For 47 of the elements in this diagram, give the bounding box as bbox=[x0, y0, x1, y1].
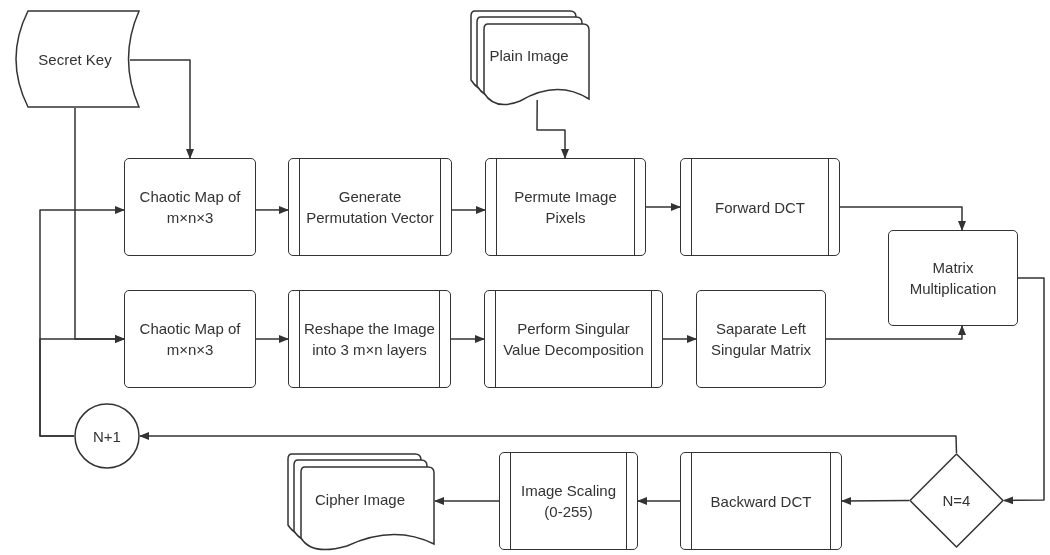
arrow bbox=[825, 325, 966, 340]
node-label: Cipher Image bbox=[314, 489, 405, 510]
arrow bbox=[451, 205, 486, 214]
arrow bbox=[1003, 277, 1045, 505]
predefined-process-box bbox=[680, 452, 842, 550]
node-label: Chaotic Map of m×n×3 bbox=[138, 319, 242, 360]
arrow bbox=[39, 335, 125, 437]
arrow bbox=[450, 335, 485, 343]
arrow bbox=[662, 335, 697, 343]
node-label: Permute Image Pixels bbox=[513, 187, 618, 228]
predefined-process-box bbox=[485, 158, 646, 256]
node-label: Image Scaling (0-255) bbox=[519, 481, 618, 522]
process-box bbox=[888, 230, 1018, 326]
node-label: N+1 bbox=[93, 426, 121, 447]
node-label: Perform Singular Value Decomposition bbox=[502, 319, 645, 360]
node-label: N=4 bbox=[942, 491, 971, 511]
arrow bbox=[645, 203, 681, 211]
arrow bbox=[434, 497, 500, 505]
predefined-process-box bbox=[499, 452, 638, 550]
node-label: Saparate Left Singular Matrix bbox=[709, 319, 812, 360]
node-label: Plain Image bbox=[489, 45, 569, 66]
arrow bbox=[839, 206, 966, 231]
predefined-process-box bbox=[484, 290, 663, 388]
arrow bbox=[841, 496, 910, 505]
process-box bbox=[124, 290, 256, 388]
arrow bbox=[637, 497, 681, 505]
process-box bbox=[696, 290, 826, 388]
arrow bbox=[536, 99, 569, 159]
decision-diamond bbox=[909, 453, 1004, 548]
node-label: Backward DCT bbox=[710, 491, 812, 512]
node-label: Forward DCT bbox=[715, 197, 805, 218]
connector-circle bbox=[74, 403, 140, 469]
node-label: Secret Key bbox=[38, 49, 112, 70]
process-box bbox=[124, 158, 256, 256]
predefined-process-box bbox=[680, 158, 840, 256]
node-label: Chaotic Map of m×n×3 bbox=[138, 187, 242, 228]
node-label: Matrix Multiplication bbox=[908, 258, 998, 299]
node-label: Generate Permutation Vector bbox=[305, 187, 435, 228]
arrow bbox=[129, 59, 194, 159]
node-label: Reshape the Image into 3 m×n layers bbox=[303, 319, 436, 360]
predefined-process-box bbox=[288, 158, 452, 256]
document-stack bbox=[287, 453, 435, 553]
document-stack bbox=[470, 10, 590, 108]
arrow bbox=[139, 432, 958, 454]
predefined-process-box bbox=[288, 290, 451, 388]
arrow bbox=[255, 205, 289, 214]
arrow bbox=[255, 335, 289, 343]
